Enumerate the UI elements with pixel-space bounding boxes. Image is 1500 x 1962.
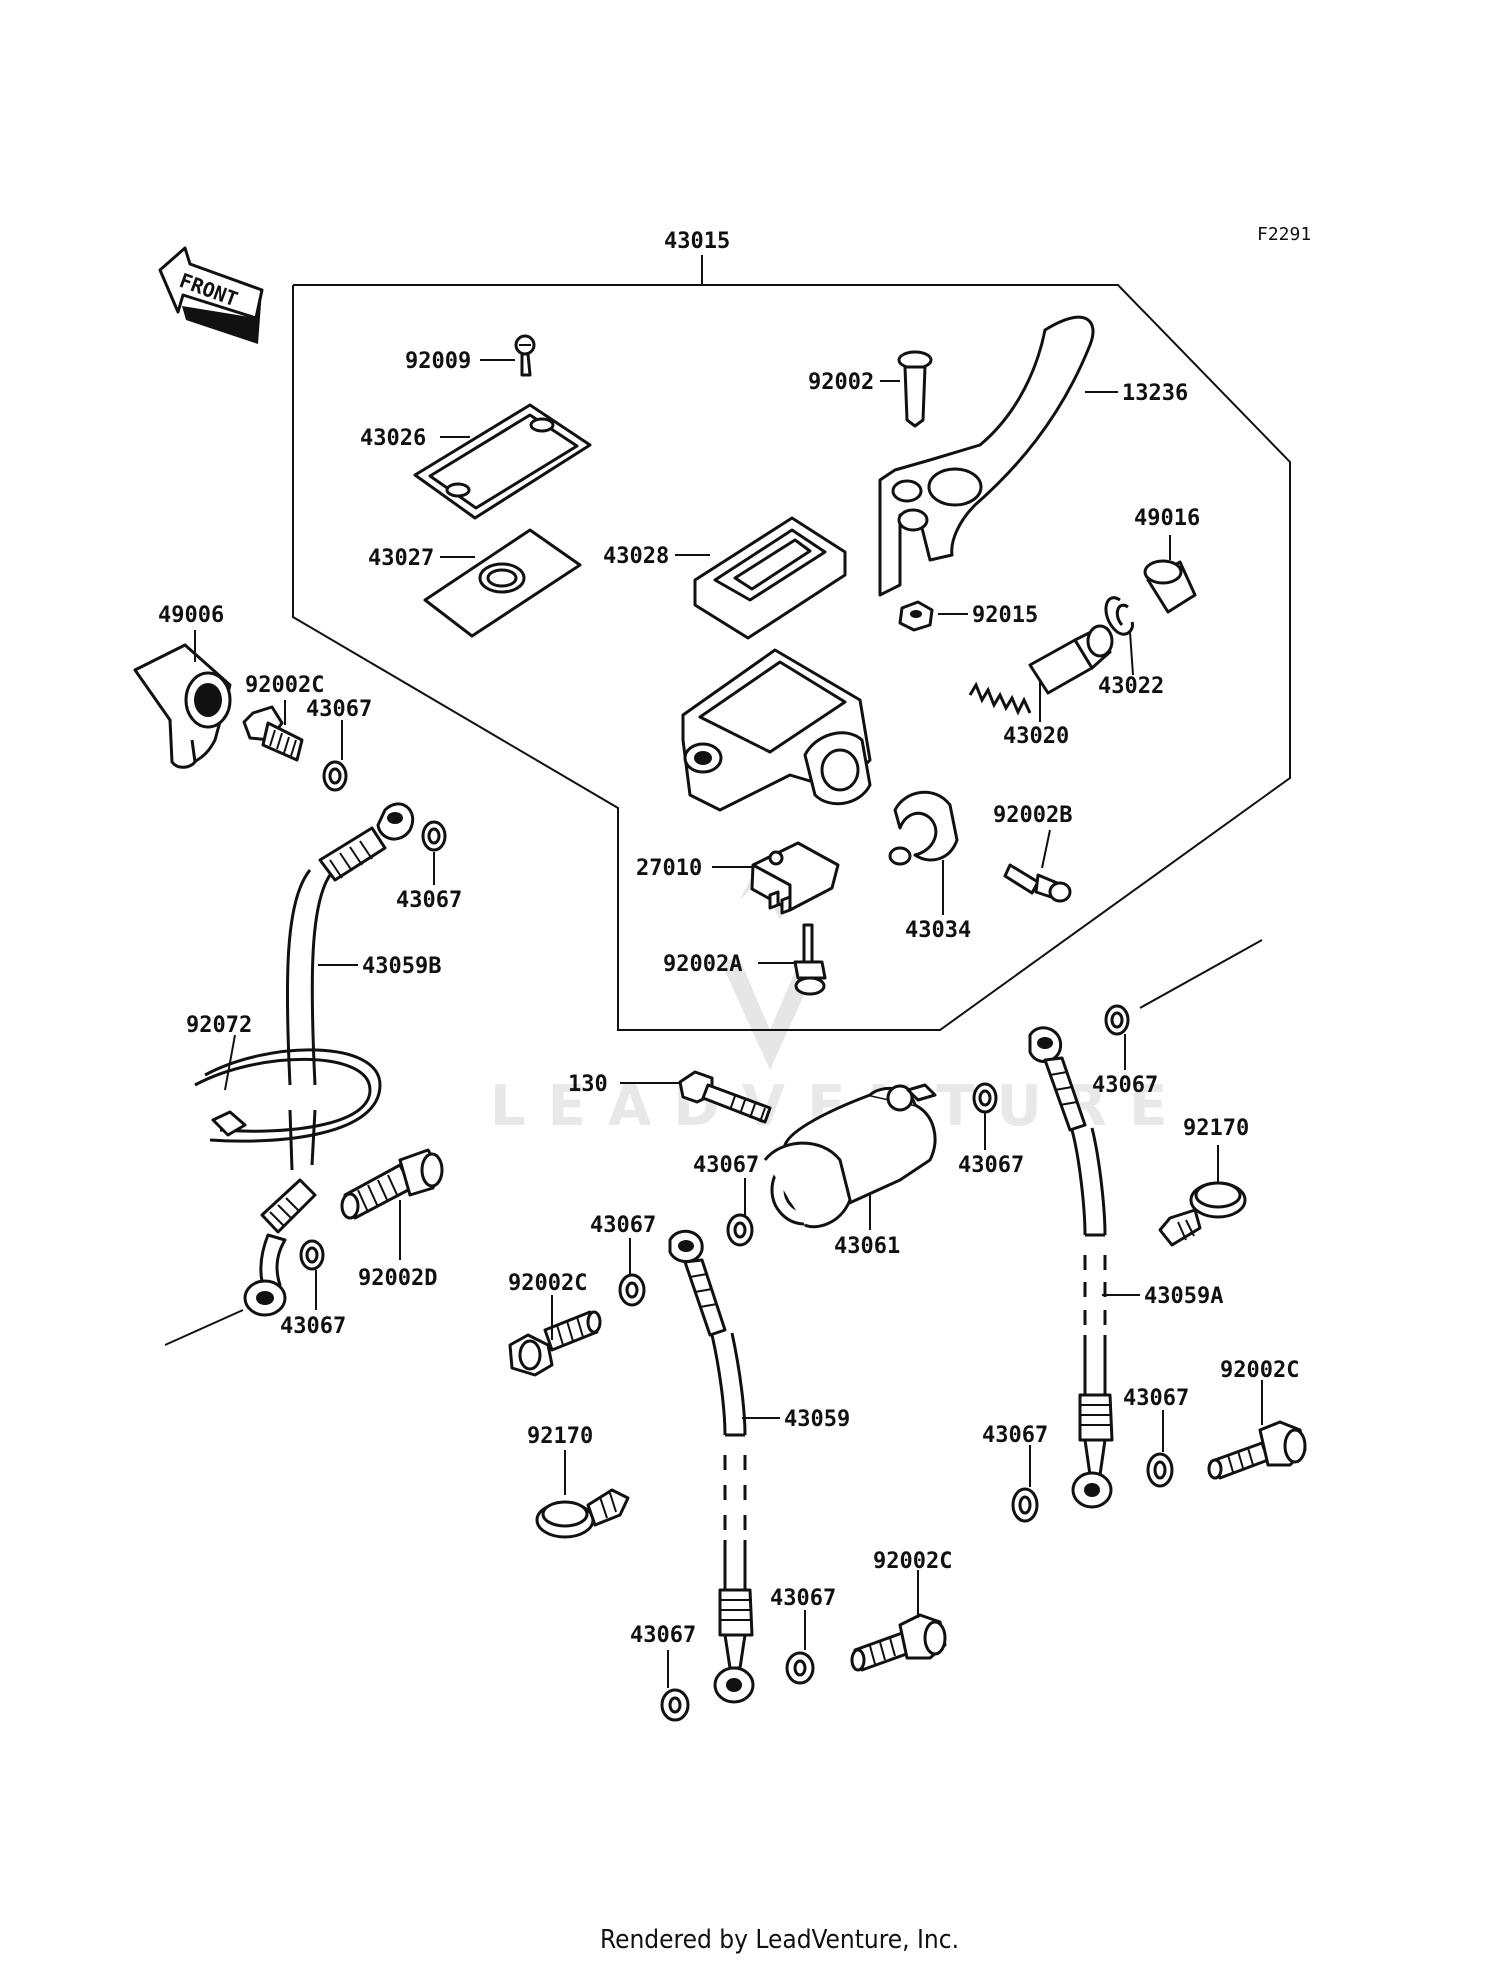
- label-92170-left: 92170: [527, 1424, 593, 1449]
- label-43022: 43022: [1098, 674, 1164, 699]
- label-92002B: 92002B: [993, 803, 1072, 828]
- label-43059: 43059: [784, 1407, 850, 1432]
- label-49006: 49006: [158, 603, 224, 628]
- label-43026: 43026: [360, 426, 426, 451]
- part-130-bolt: 130: [568, 1070, 772, 1124]
- label-43067-d: 43067: [693, 1153, 759, 1178]
- label-43027: 43027: [368, 546, 434, 571]
- part-43027-diaphragm-plate: 43027: [368, 528, 582, 638]
- part-92170-clamp-left: 92170: [527, 1424, 630, 1539]
- part-13236-brake-lever: 13236: [878, 315, 1188, 597]
- label-43067-j: 43067: [630, 1623, 696, 1648]
- part-43067-washer-c: 43067: [280, 1239, 346, 1339]
- part-43067-washer-h: 43067: [982, 1423, 1048, 1523]
- label-43028: 43028: [603, 544, 669, 569]
- part-43067-washer-g: 43067: [1123, 1386, 1189, 1488]
- label-43067-g: 43067: [1123, 1386, 1189, 1411]
- part-92072-band: 92072: [186, 1013, 382, 1143]
- label-92015: 92015: [972, 603, 1038, 628]
- part-92002C-bolt-low: 92002C: [850, 1549, 952, 1672]
- part-43028-diaphragm: 43028: [603, 516, 847, 640]
- footer-credit: Rendered by LeadVenture, Inc.: [600, 1925, 959, 1955]
- label-92002D: 92002D: [358, 1266, 437, 1291]
- label-43067-k: 43067: [770, 1586, 836, 1611]
- label-92170-right: 92170: [1183, 1116, 1249, 1141]
- part-92002C-bolt-right: 92002C: [1207, 1358, 1307, 1480]
- master-cylinder-body: [681, 648, 872, 812]
- label-130: 130: [568, 1072, 608, 1097]
- part-43059B-hose: 43059B: [164, 802, 441, 1346]
- label-43067-i: 43067: [590, 1213, 656, 1238]
- part-92002B-bolt: 92002B: [993, 803, 1072, 903]
- part-43026-reservoir-cap: 43026: [360, 403, 592, 520]
- part-43067-washer-a: 43067: [306, 697, 372, 792]
- label-43020: 43020: [1003, 724, 1069, 749]
- figure-code: F2291: [1257, 224, 1311, 245]
- label-92002C-low: 92002C: [873, 1549, 952, 1574]
- label-49016: 49016: [1134, 506, 1200, 531]
- part-92002C-bolt-left: 92002C: [242, 673, 324, 762]
- part-92170-clamp-right: 92170: [1158, 1116, 1249, 1247]
- label-43034: 43034: [905, 918, 971, 943]
- part-43034-clamp: 43034: [888, 790, 971, 943]
- part-92002D-bolt: 92002D: [340, 1148, 444, 1291]
- label-43059B: 43059B: [362, 954, 441, 979]
- part-43067-washer-i: 43067: [590, 1213, 656, 1307]
- label-43015: 43015: [664, 229, 730, 254]
- label-13236: 13236: [1122, 381, 1188, 406]
- label-92002A: 92002A: [663, 952, 742, 977]
- part-43061-cylinder: 43061: [763, 1083, 937, 1259]
- label-27010: 27010: [636, 856, 702, 881]
- part-43059A-hose: 43059A: [1028, 1026, 1223, 1509]
- label-92002: 92002: [808, 370, 874, 395]
- part-49006-cover: 49006: [133, 603, 232, 769]
- label-92002C-left: 92002C: [245, 673, 324, 698]
- part-92002C-bolt-mid: 92002C: [508, 1271, 602, 1377]
- part-43020-piston-kit: 43020: [968, 624, 1114, 749]
- part-43059-hose: 43059: [668, 1229, 850, 1704]
- part-49016-dust-boot: 49016: [1134, 506, 1200, 614]
- watermark: LEADVENTURE: [490, 860, 1167, 1139]
- part-43067-washer-d: 43067: [693, 1153, 759, 1247]
- label-92002C-mid: 92002C: [508, 1271, 587, 1296]
- label-43067-a: 43067: [306, 697, 372, 722]
- master-cylinder-assembly-outline: 43015: [292, 229, 1291, 1031]
- part-43067-washer-f: 43067: [1092, 939, 1263, 1098]
- label-43067-b: 43067: [396, 888, 462, 913]
- part-92015-nut: 92015: [898, 600, 1038, 632]
- front-arrow: FRONT: [158, 246, 264, 344]
- part-43067-washer-b: 43067: [396, 820, 462, 913]
- label-92009: 92009: [405, 349, 471, 374]
- part-43067-washer-e: 43067: [958, 1082, 1024, 1178]
- label-43061: 43061: [834, 1234, 900, 1259]
- part-92002A-screw: 92002A: [663, 923, 827, 996]
- label-43067-c: 43067: [280, 1314, 346, 1339]
- part-43067-washer-k: 43067: [770, 1586, 836, 1685]
- label-92072: 92072: [186, 1013, 252, 1038]
- label-43059A: 43059A: [1144, 1284, 1223, 1309]
- part-92002-pivot-bolt: 92002: [808, 350, 933, 428]
- part-27010-switch: 27010: [636, 841, 840, 915]
- label-43067-f: 43067: [1092, 1073, 1158, 1098]
- label-92002C-right: 92002C: [1220, 1358, 1299, 1383]
- part-43022-circlip: 43022: [1098, 596, 1164, 699]
- label-43067-e: 43067: [958, 1153, 1024, 1178]
- label-43067-h: 43067: [982, 1423, 1048, 1448]
- part-43067-washer-j: 43067: [630, 1623, 696, 1722]
- part-92009-screw: 92009: [405, 334, 536, 377]
